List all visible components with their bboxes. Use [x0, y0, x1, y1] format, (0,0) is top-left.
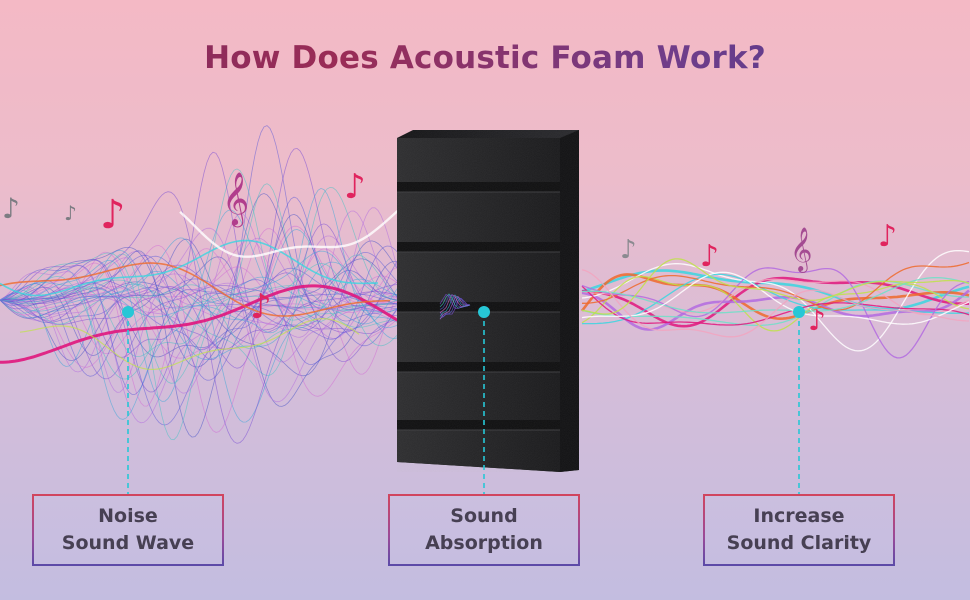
callout-increase-sound-clarity: Increase Sound Clarity: [703, 494, 895, 566]
callout-noise-sound-wave: Noise Sound Wave: [32, 494, 224, 566]
callout-line-1: Sound: [450, 503, 517, 530]
eighth-note-icon: ♪: [808, 304, 826, 337]
eighth-note-icon: ♪: [250, 287, 272, 327]
music-note-icon: ♪: [64, 201, 77, 225]
clear-sound-wave: [582, 251, 969, 358]
acoustic-foam-panel: [397, 130, 579, 472]
treble-clef-icon: 𝄞: [790, 227, 812, 273]
eighth-note-icon: ♪: [700, 239, 719, 274]
callout-line-2: Sound Clarity: [727, 530, 872, 557]
marker-clarity: [793, 306, 805, 318]
marker-noise: [122, 306, 134, 318]
treble-clef-icon: 𝄞: [222, 171, 249, 227]
callout-line-2: Absorption: [425, 530, 543, 557]
music-note-icon: ♪: [620, 235, 637, 265]
callout-line-1: Noise: [98, 503, 158, 530]
eighth-note-icon: ♪: [344, 167, 366, 207]
callout-line-2: Sound Wave: [62, 530, 194, 557]
callout-sound-absorption: Sound Absorption: [388, 494, 580, 566]
marker-absorption: [478, 306, 490, 318]
eighth-note-icon: ♪: [100, 192, 126, 238]
music-note-icon: ♪: [2, 192, 20, 225]
eighth-note-icon: ♪: [878, 219, 897, 254]
callout-line-1: Increase: [753, 503, 844, 530]
